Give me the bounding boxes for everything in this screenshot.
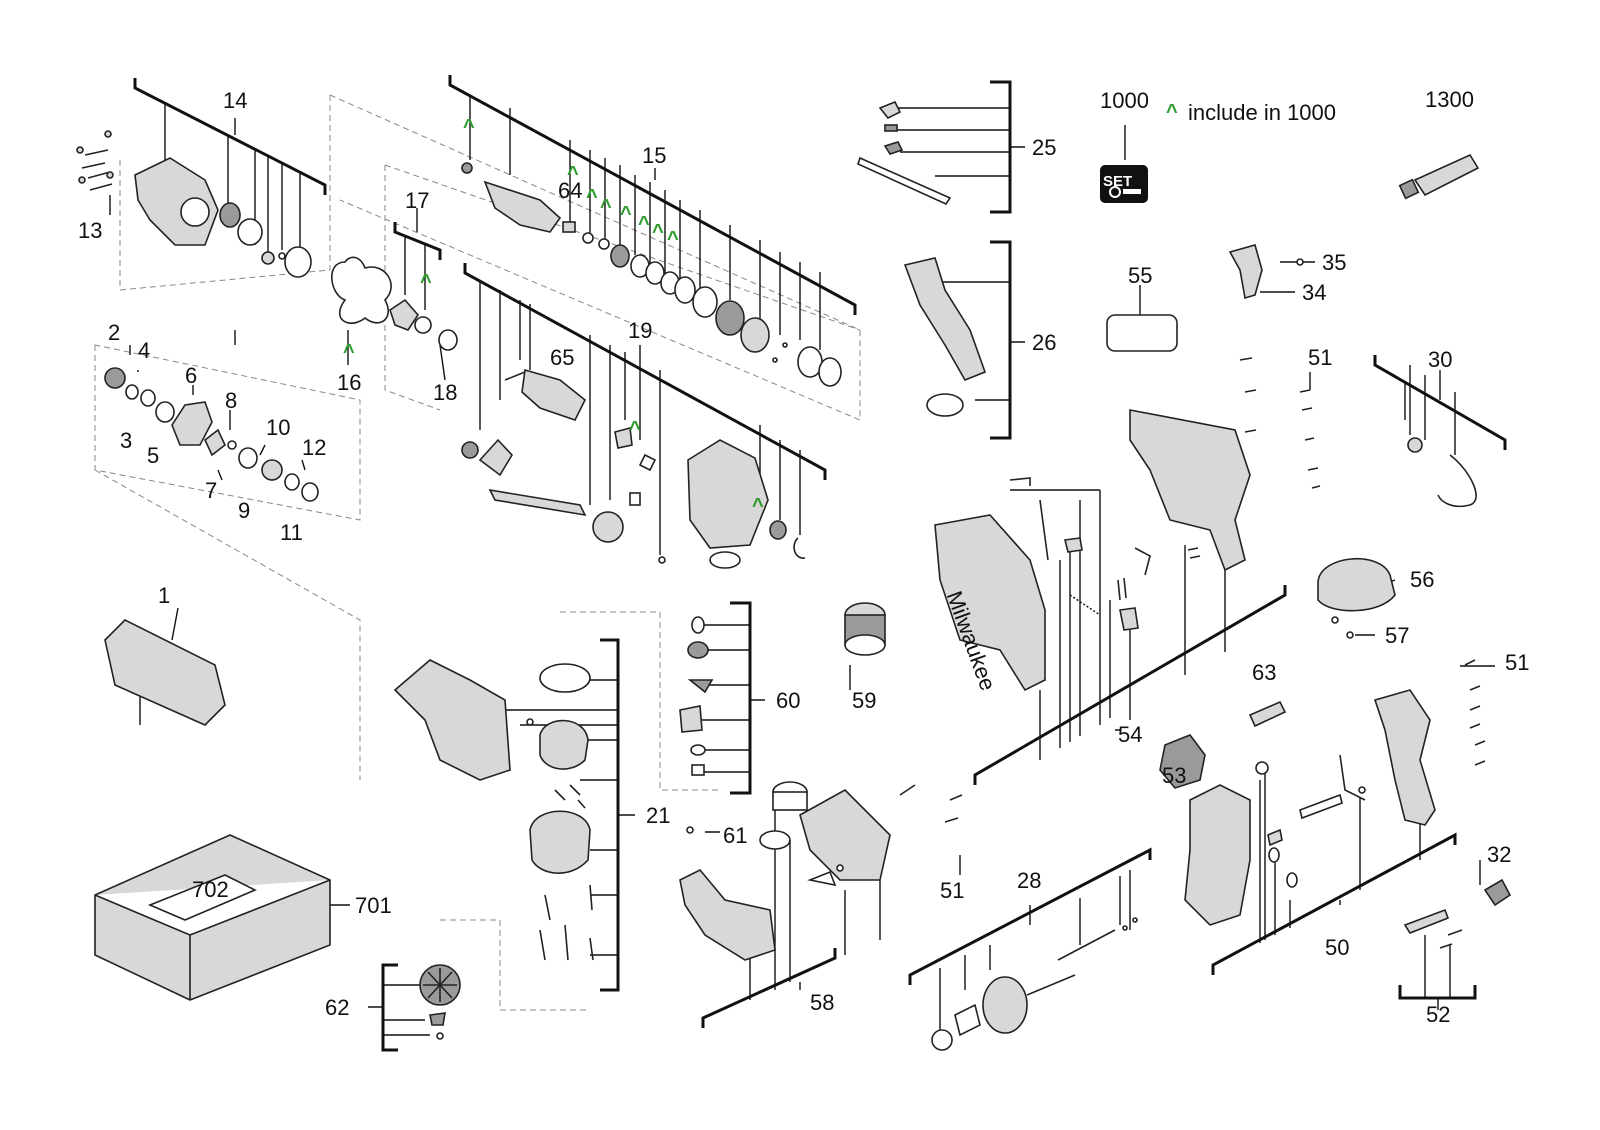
callout-32: 32 (1487, 842, 1511, 867)
callout-9: 9 (238, 498, 250, 523)
callout-25: 25 (1032, 135, 1056, 160)
gear-housing-14 (134, 157, 219, 246)
callout-28: 28 (1017, 868, 1041, 893)
include-marker: ^ (567, 163, 579, 185)
include-marker: ^ (463, 116, 475, 138)
set-icon (1100, 165, 1148, 203)
callout-56: 56 (1410, 567, 1434, 592)
handle-50 (1184, 784, 1251, 926)
include-marker: ^ (620, 203, 632, 225)
motor-housing (934, 514, 1046, 692)
switch-electronics (393, 659, 511, 781)
filter-59 (844, 602, 886, 656)
include-marker: ^ (667, 228, 679, 250)
callout-5: 5 (147, 443, 159, 468)
grease-number: 1300 (1425, 87, 1474, 112)
include-note: include in 1000 (1188, 100, 1336, 125)
callout-17: 17 (405, 188, 429, 213)
handle-half-50 (1373, 689, 1436, 826)
callout-63: 63 (1252, 660, 1276, 685)
callout-4: 4 (138, 338, 150, 363)
cylinder-1 (104, 619, 226, 726)
callouts: 14 13 15 64 17 16 18 2 4 6 8 10 12 3 5 7… (78, 88, 1529, 1027)
callout-12: 12 (302, 435, 326, 460)
grease-tube-icon (1413, 153, 1480, 197)
callout-13: 13 (78, 218, 102, 243)
callout-60: 60 (776, 688, 800, 713)
callout-1: 1 (158, 583, 170, 608)
include-marker: ^ (629, 418, 641, 440)
callout-14: 14 (223, 88, 247, 113)
callout-26: 26 (1032, 330, 1056, 355)
fan-62 (419, 964, 461, 1040)
callout-10: 10 (266, 415, 290, 440)
callout-59: 59 (852, 688, 876, 713)
callout-3: 3 (120, 428, 132, 453)
callout-55: 55 (1128, 263, 1152, 288)
callout-51-right: 51 (1505, 650, 1529, 675)
include-marker: ^ (652, 221, 664, 243)
callout-15: 15 (642, 143, 666, 168)
gearbox-housing (687, 439, 769, 549)
include-marker: ^ (586, 186, 598, 208)
include-markers: ^ ^ ^ ^ ^ ^ ^ ^ ^ ^ ^ ^ ^ (343, 101, 1178, 517)
knob-28 (982, 976, 1028, 1034)
callout-62: 62 (325, 995, 349, 1020)
include-marker: ^ (600, 196, 612, 218)
include-marker: ^ (420, 271, 432, 293)
callout-16: 16 (337, 370, 361, 395)
include-marker: ^ (1166, 101, 1178, 123)
callout-19: 19 (628, 318, 652, 343)
callout-53: 53 (1162, 763, 1186, 788)
air-duct-26 (903, 257, 987, 382)
set-label: SET (1103, 173, 1132, 190)
callout-57: 57 (1385, 623, 1409, 648)
callout-18: 18 (433, 380, 457, 405)
callout-50: 50 (1325, 935, 1349, 960)
callout-8: 8 (225, 388, 237, 413)
callout-51-mid: 51 (940, 878, 964, 903)
callout-21: 21 (646, 803, 670, 828)
callout-35: 35 (1322, 250, 1346, 275)
callout-702: 702 (192, 877, 229, 902)
callout-51-top: 51 (1308, 345, 1332, 370)
boot-53 (1159, 734, 1206, 789)
include-marker: ^ (343, 341, 355, 363)
parts: Milwaukee (76, 100, 1512, 1051)
carry-case-701 (94, 834, 331, 1001)
include-marker: ^ (752, 495, 764, 517)
label-plate-55 (1106, 314, 1178, 352)
lower-cover-58 (679, 869, 776, 961)
screws-13 (76, 130, 114, 191)
callout-30: 30 (1428, 347, 1452, 372)
callout-7: 7 (205, 478, 217, 503)
include-marker: ^ (638, 213, 650, 235)
callout-34: 34 (1302, 280, 1326, 305)
housing-half-54 (1129, 409, 1251, 572)
callout-61: 61 (723, 823, 747, 848)
spindle-assembly-15 (461, 162, 842, 387)
o-ring-16 (331, 256, 392, 324)
callout-701: 701 (355, 893, 392, 918)
callout-54: 54 (1118, 722, 1142, 747)
legend: 1000 SET include in 1000 1300 (1100, 87, 1474, 190)
fan-housing-58 (799, 789, 891, 881)
callout-52: 52 (1426, 1002, 1450, 1027)
motor-cover-56 (1317, 557, 1396, 612)
set-number: 1000 (1100, 88, 1149, 113)
callout-2: 2 (108, 320, 120, 345)
callout-11: 11 (280, 520, 303, 545)
callout-65: 65 (550, 345, 574, 370)
callout-6: 6 (185, 363, 197, 388)
callout-58: 58 (810, 990, 834, 1015)
callout-64: 64 (558, 178, 582, 203)
